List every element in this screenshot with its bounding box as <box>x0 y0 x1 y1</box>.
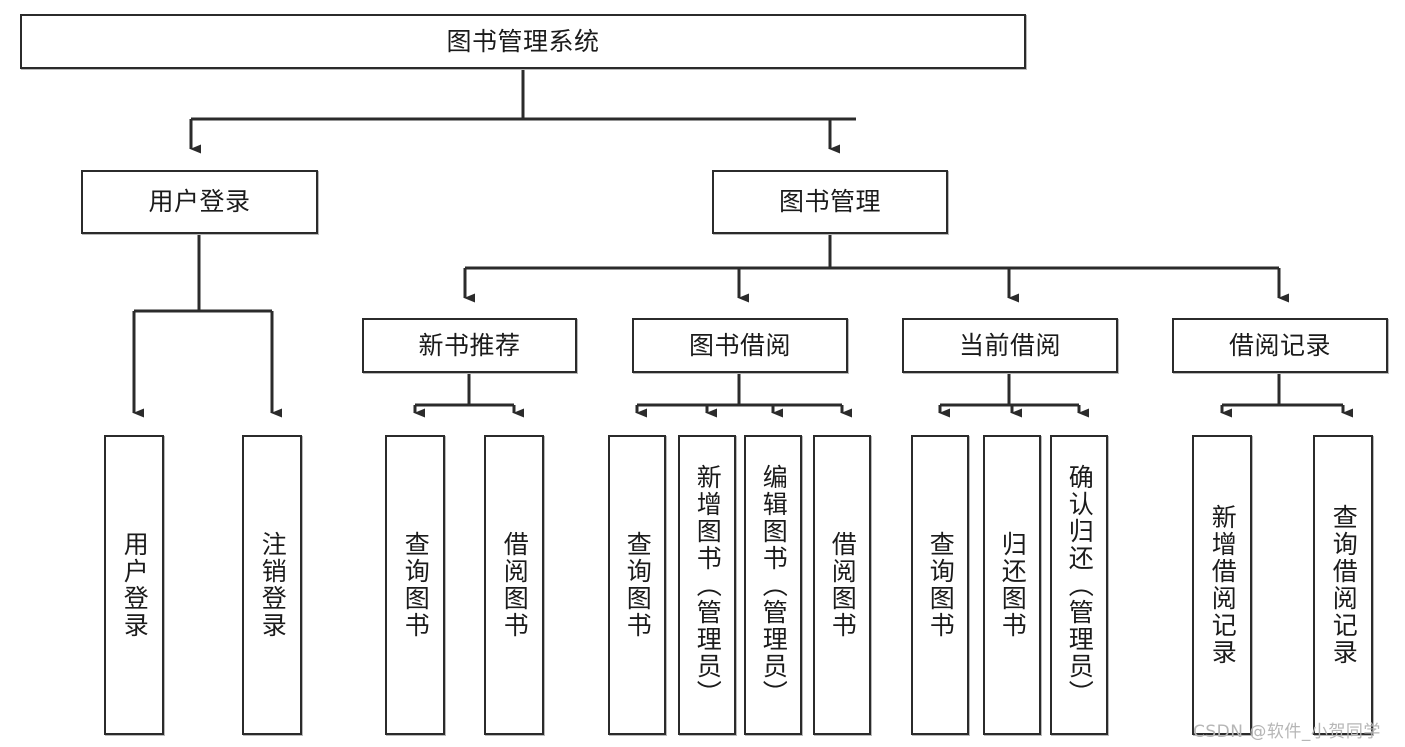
node-label: 查询图书 <box>926 531 956 639</box>
node-label: 借阅图书 <box>828 531 858 639</box>
node-label: 借阅记录 <box>1228 330 1331 360</box>
node-current-borrow[interactable]: 当前借阅 <box>902 318 1118 373</box>
node-user-login[interactable]: 用户登录 <box>81 170 318 234</box>
node-label: 新增借阅记录 <box>1208 504 1238 666</box>
node-label: 归还图书 <box>998 531 1028 639</box>
csdn-watermark: CSDN @软件_小贺同学 <box>1193 722 1381 742</box>
connector-borrowrecord-to-leaves <box>1220 373 1353 418</box>
connector-root-to-level2 <box>189 69 856 154</box>
connector-newbook-to-leaves <box>413 373 524 418</box>
node-leaf-confirm-return-admin[interactable]: 确认归还（管理员） <box>1050 435 1108 735</box>
node-label: 查询图书 <box>623 531 653 639</box>
node-label: 注销登录 <box>258 531 288 639</box>
node-label: 用户登录 <box>120 531 150 639</box>
connector-currentborrow-to-leaves <box>938 373 1089 418</box>
node-leaf-edit-book-admin[interactable]: 编辑图书（管理员） <box>744 435 802 735</box>
node-book-borrow[interactable]: 图书借阅 <box>632 318 848 373</box>
node-book-manage[interactable]: 图书管理 <box>712 170 948 234</box>
node-leaf-borrow-book-2[interactable]: 借阅图书 <box>813 435 871 735</box>
node-leaf-query-book-2[interactable]: 查询图书 <box>608 435 666 735</box>
node-new-book-recommend[interactable]: 新书推荐 <box>362 318 577 373</box>
connector-bookmanage-to-level3 <box>463 234 1289 303</box>
node-label: 用户登录 <box>148 187 251 217</box>
node-leaf-user-login[interactable]: 用户登录 <box>104 435 164 735</box>
node-borrow-record[interactable]: 借阅记录 <box>1172 318 1388 373</box>
node-label: 新书推荐 <box>418 330 521 360</box>
node-leaf-add-book-admin[interactable]: 新增图书（管理员） <box>678 435 736 735</box>
node-leaf-user-logout[interactable]: 注销登录 <box>242 435 302 735</box>
node-label: 图书借阅 <box>688 330 791 360</box>
node-label: 借阅图书 <box>500 531 530 639</box>
node-label: 查询图书 <box>401 531 431 639</box>
node-label: 新增图书（管理员） <box>693 463 723 707</box>
node-root-system[interactable]: 图书管理系统 <box>20 14 1026 69</box>
connector-bookborrow-to-leaves <box>635 373 852 418</box>
node-leaf-query-book-3[interactable]: 查询图书 <box>911 435 969 735</box>
node-label: 查询借阅记录 <box>1329 504 1359 666</box>
node-leaf-add-borrow-record[interactable]: 新增借阅记录 <box>1192 435 1252 735</box>
node-label: 图书管理系统 <box>446 26 600 56</box>
node-leaf-query-book-1[interactable]: 查询图书 <box>385 435 445 735</box>
node-label: 编辑图书（管理员） <box>759 463 789 707</box>
connector-userlogin-to-leaves <box>132 234 282 418</box>
node-leaf-borrow-book-1[interactable]: 借阅图书 <box>484 435 544 735</box>
node-label: 确认归还（管理员） <box>1065 463 1095 707</box>
node-leaf-return-book[interactable]: 归还图书 <box>983 435 1041 735</box>
node-label: 图书管理 <box>778 187 881 217</box>
node-leaf-query-borrow-record[interactable]: 查询借阅记录 <box>1313 435 1373 735</box>
node-label: 当前借阅 <box>958 330 1061 360</box>
